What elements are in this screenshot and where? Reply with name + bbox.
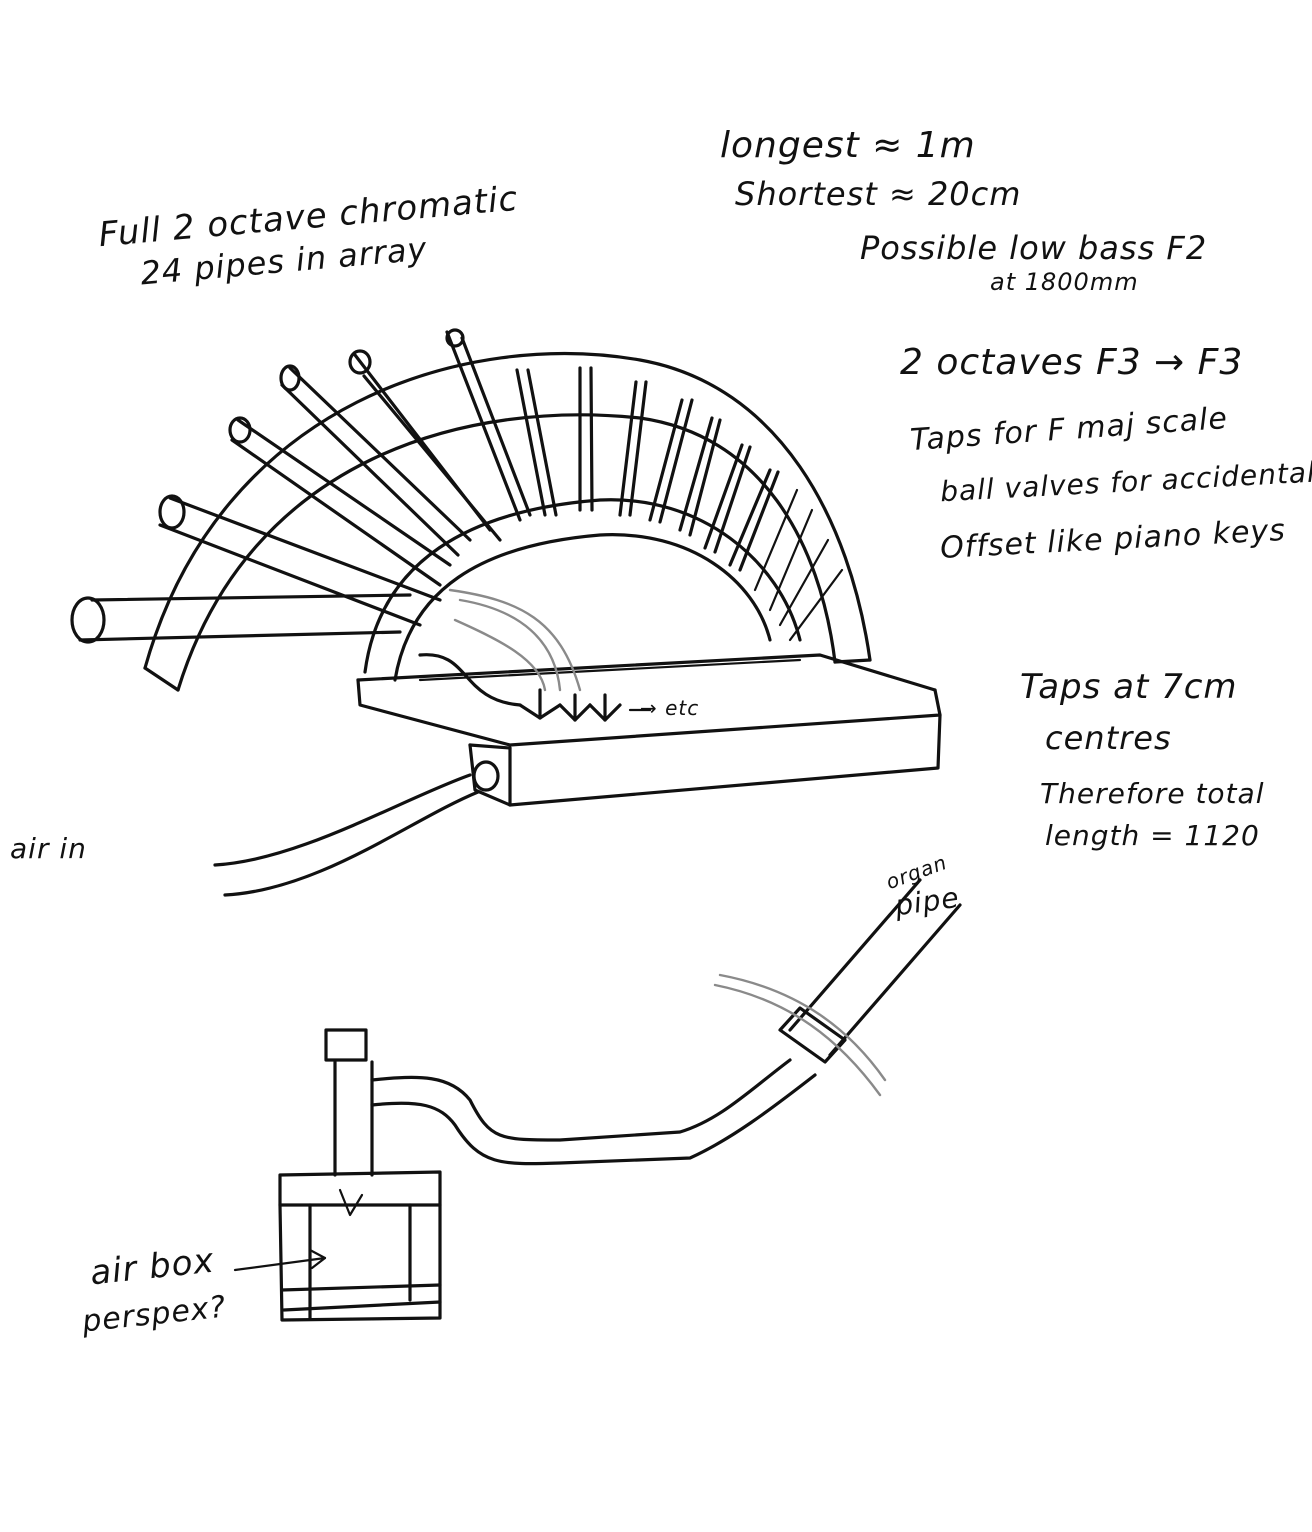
outer-arch xyxy=(143,351,872,692)
organ-pipes xyxy=(70,328,844,644)
note-centres-2: centres xyxy=(1045,719,1172,757)
label-air-in: air in xyxy=(10,832,87,865)
note-bass-2: at 1800mm xyxy=(990,268,1139,296)
note-shortest: Shortest ≈ 20cm xyxy=(735,175,1022,213)
tap-tubes xyxy=(418,588,582,707)
taps-row xyxy=(518,688,622,722)
label-etc: → etc xyxy=(640,696,700,720)
note-longest: longest ≈ 1m xyxy=(720,125,976,166)
note-therefore-1: Therefore total xyxy=(1040,777,1265,810)
air-box-arrow xyxy=(233,1248,327,1272)
wind-chest xyxy=(356,653,942,807)
air-box xyxy=(278,1028,442,1322)
air-in-hose xyxy=(213,760,500,897)
note-bass-1: Possible low bass F2 xyxy=(860,229,1208,267)
note-centres-1: Taps at 7cm xyxy=(1020,667,1238,707)
connecting-tube xyxy=(370,1058,817,1166)
inner-arch xyxy=(363,498,802,682)
note-therefore-2: length = 1120 xyxy=(1045,819,1260,852)
note-octaves: 2 octaves F3 → F3 xyxy=(900,342,1244,383)
organ-pipe-sketch xyxy=(713,878,962,1097)
